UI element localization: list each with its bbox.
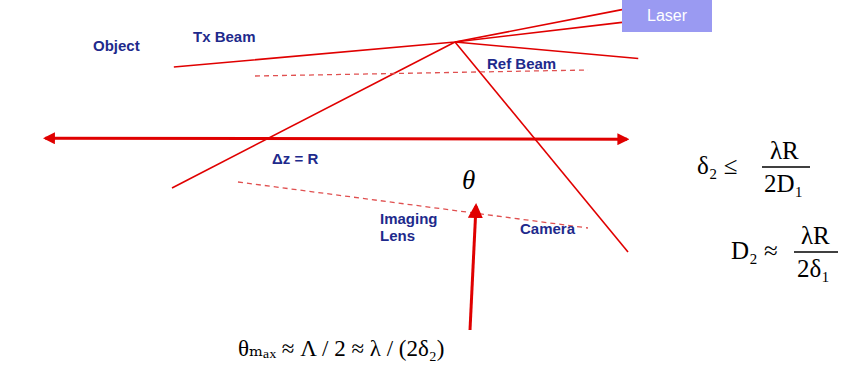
camera-plane: Camera bbox=[582, 52, 657, 270]
range-arrow bbox=[45, 137, 627, 141]
laser-label: Laser bbox=[647, 7, 687, 25]
object-ellipse bbox=[5, 67, 257, 192]
pointer-arrow bbox=[470, 206, 476, 330]
fraction-denominator: 2D₁ bbox=[764, 170, 803, 198]
speckle-pattern bbox=[588, 80, 651, 250]
camera-plane bbox=[584, 54, 655, 268]
fraction-denominator: 2δ₁ bbox=[797, 255, 830, 283]
laser-box: Laser bbox=[622, 0, 712, 32]
formula-lhs: δ₂ ≤ bbox=[697, 152, 737, 180]
camera-label: Camera bbox=[520, 220, 575, 237]
fraction-bar bbox=[794, 251, 838, 253]
angle-symbol: θ bbox=[462, 166, 475, 196]
lens-label: Imaging Lens bbox=[380, 210, 446, 245]
object-label: Object bbox=[93, 37, 140, 54]
fraction-bar bbox=[762, 166, 810, 168]
fraction-numerator: λR bbox=[770, 137, 799, 165]
ref-beam bbox=[455, 22, 638, 58]
beam-label: Tx Beam bbox=[193, 28, 256, 45]
tank-figure bbox=[17, 81, 145, 181]
formula-lhs: D₂ ≈ bbox=[731, 237, 778, 265]
fraction-numerator: λR bbox=[801, 222, 830, 250]
beam-label: Δz = R bbox=[272, 150, 318, 167]
camera-shape bbox=[582, 52, 657, 270]
object-region: Object bbox=[5, 67, 257, 192]
ref-ray bbox=[455, 42, 628, 252]
angle-formula: θₘₐₓ ≈ Λ / 2 ≈ λ / (2δ₂) bbox=[238, 336, 445, 361]
object-shape bbox=[5, 67, 257, 192]
beam-label: Ref Beam bbox=[487, 55, 556, 72]
